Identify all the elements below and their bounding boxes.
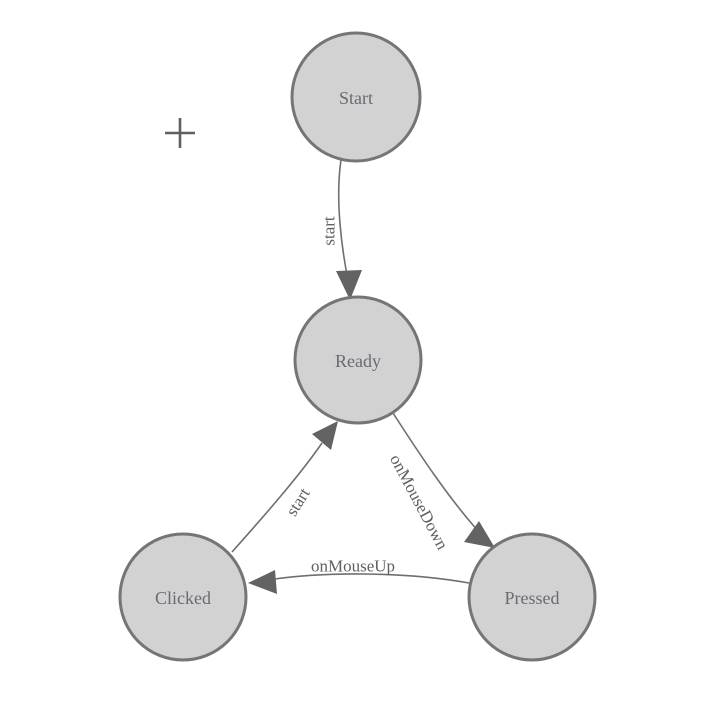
- edge-line: [231, 442, 323, 553]
- arrow-head-icon: [248, 570, 277, 594]
- edge-pressed-to-clicked[interactable]: onMouseUp: [248, 557, 470, 595]
- arrow-head-icon: [312, 421, 338, 450]
- node-shape[interactable]: [293, 295, 423, 425]
- edge-label-onmousedown: onMouseDown: [386, 451, 452, 553]
- edge-ready-to-pressed[interactable]: onMouseDown: [386, 412, 495, 553]
- node-shape[interactable]: [467, 532, 597, 662]
- state-node-pressed[interactable]: Pressed: [467, 532, 597, 662]
- node-shape[interactable]: [290, 31, 422, 163]
- edge-start-to-ready[interactable]: start: [320, 159, 363, 300]
- node-label: Pressed: [505, 588, 560, 608]
- node-label: Start: [339, 88, 373, 108]
- state-node-ready[interactable]: Ready: [293, 295, 423, 425]
- edge-clicked-to-ready[interactable]: start: [231, 421, 338, 553]
- crosshair-icon: [165, 118, 195, 148]
- edge-label-start-1: start: [320, 216, 339, 246]
- edge-label-onmouseup: onMouseUp: [311, 557, 395, 576]
- arrow-head-icon: [464, 521, 495, 548]
- state-node-clicked[interactable]: Clicked: [118, 532, 248, 662]
- edge-line: [337, 159, 349, 281]
- edge-line: [392, 412, 481, 534]
- arrow-head-icon: [336, 270, 362, 300]
- node-shape[interactable]: [118, 532, 248, 662]
- state-node-start[interactable]: Start: [290, 31, 422, 163]
- node-label: Clicked: [155, 588, 211, 608]
- node-label: Ready: [335, 351, 381, 371]
- edge-line: [267, 573, 470, 584]
